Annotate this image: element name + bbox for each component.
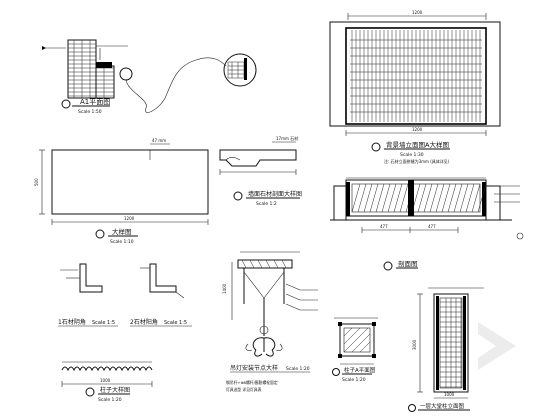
elevation-title: 背景墙立面图A大样图	[386, 140, 449, 149]
section-view: 477 477 剖面图	[330, 177, 524, 271]
panel-title-marker	[95, 229, 105, 239]
panel-height-dim: 500	[34, 178, 39, 186]
rail-dim: 1000	[100, 378, 111, 383]
stone-profile-section: 17mm 石材 墙面石材剖面大样图 Scale 1:2	[219, 135, 302, 207]
background-wall-elevation: 1200 1200 背景墙立面图A大样图 Scale 1:30 注: 石材立面拼…	[329, 10, 501, 164]
elevation-frame	[329, 21, 501, 127]
floor-plan-title: A1平面图	[80, 98, 110, 106]
column-height-dim: 3000	[412, 339, 417, 350]
rail-title-marker	[85, 387, 95, 397]
corner2-scale: Scale 1:5	[164, 320, 187, 326]
floor-plan-scale: Scale 1:50	[78, 109, 102, 115]
lamp-note-2: 灯具选型 详见灯具表	[226, 387, 262, 392]
panel-title: 大样图	[112, 227, 132, 236]
lamp-scale: Scale 1:20	[286, 366, 310, 372]
column-elev-title: 一层大堂柱立面图	[420, 402, 465, 410]
big-panel-detail: 47 mm 500 1200 大样图 Scale 1:10	[34, 138, 209, 245]
corner1-title: 1石材阴角	[58, 318, 86, 326]
panel-width-dim: 1200	[124, 216, 135, 221]
watermark-arrow	[478, 322, 516, 370]
rail-wave-profile	[61, 366, 153, 372]
section-dim-left: 477	[380, 224, 388, 229]
outer-corner-shape	[149, 263, 177, 293]
section-title: 剖面图	[398, 259, 418, 268]
elevation-stripes	[350, 30, 482, 122]
corner-detail-1: 1石材阴角 Scale 1:5	[58, 263, 118, 327]
axis-marker	[516, 232, 524, 240]
ceiling-slab	[237, 259, 293, 269]
rail-detail: 1000 柱子大样图 Scale 1:20	[61, 361, 153, 403]
column-width-dim: 1000	[444, 392, 455, 397]
corner2-title: 2石材阳角	[130, 318, 158, 326]
svg-text:47 mm: 47 mm	[152, 138, 166, 143]
column-outline	[339, 323, 375, 357]
top-dim-label: 1200	[412, 10, 423, 15]
column-elev-lines	[440, 298, 462, 388]
stone-profile-shape	[219, 149, 297, 167]
lamp-note-1: 钢吊杆+Φ8螺杆/膨胀螺栓固定	[226, 380, 278, 385]
svg-text:17mm 石材: 17mm 石材	[276, 135, 298, 141]
elevation-scale: Scale 1:30	[400, 152, 424, 158]
column-elev-frame	[433, 293, 469, 393]
plan-title-marker	[61, 99, 71, 109]
section-title-marker	[383, 261, 393, 271]
panel-scale: Scale 1:10	[110, 239, 134, 245]
column-elev-title-marker	[408, 404, 416, 412]
rail-title: 柱子大样图	[100, 386, 130, 394]
inner-corner-shape	[79, 263, 103, 293]
corner1-scale: Scale 1:5	[92, 320, 115, 326]
column-plan-title-marker	[332, 368, 340, 376]
detail-callout-circle	[119, 67, 133, 81]
profile-title: 墙面石材剖面大样图	[248, 190, 302, 198]
corner-detail-2: 2石材阳角 Scale 1:5	[130, 263, 192, 327]
svg-text:1200: 1200	[412, 127, 423, 132]
column-plan-title: 柱子A平面图	[344, 366, 376, 374]
zoom-detail-circle	[223, 53, 257, 87]
column-plan: 柱子A平面图 Scale 1:20	[332, 317, 378, 383]
elevation-title-marker	[371, 142, 381, 152]
profile-title-marker	[233, 191, 243, 201]
column-plan-scale: Scale 1:20	[342, 377, 366, 383]
svg-text:1400: 1400	[222, 283, 227, 294]
floor-plan-view: A1平面图 Scale 1:50	[42, 39, 257, 115]
section-hatch	[351, 183, 487, 213]
elevation-note: 注: 石材立面拼缝为3mm (具体详见)	[384, 158, 450, 164]
panel-outline	[51, 149, 209, 215]
column-elevation: 3000 1000 一层大堂柱立面图	[408, 287, 484, 412]
pendant-lamp-detail: 1400 吊灯安装节点大样 Scale 1:20 钢吊杆+Φ8螺杆/膨胀螺栓固定…	[222, 251, 318, 392]
profile-scale: Scale 1:2	[256, 201, 277, 207]
lamp-title: 吊灯安装节点大样	[230, 364, 278, 372]
section-dim-right: 477	[428, 224, 436, 229]
chandelier-shape	[252, 337, 276, 357]
rail-scale: Scale 1:20	[98, 397, 122, 403]
elevation-panel	[345, 27, 487, 125]
